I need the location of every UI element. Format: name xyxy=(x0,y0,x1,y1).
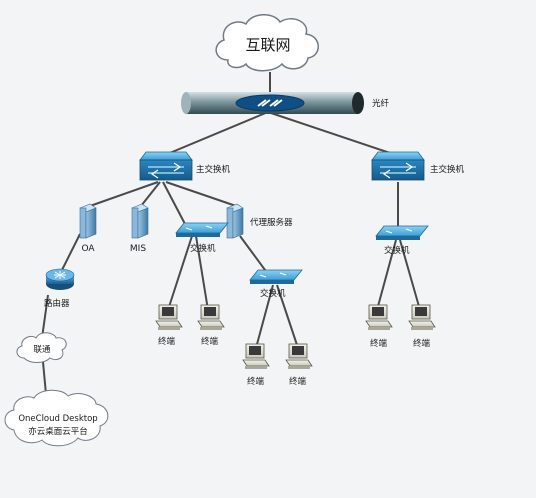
unicom-label: 联通 xyxy=(33,344,51,355)
mis-server-icon xyxy=(131,203,149,239)
oa-server-icon xyxy=(79,203,97,239)
core-switch-right-label: 主交换机 xyxy=(430,164,465,175)
switch-b-label: 交换机 xyxy=(260,288,286,299)
terminal-c2-icon xyxy=(408,304,436,330)
terminal-b1-icon xyxy=(242,343,270,369)
terminal-c2-label: 终端 xyxy=(413,338,431,349)
mis-server-label: MIS xyxy=(130,244,146,254)
internet-label: 互联网 xyxy=(245,36,290,54)
switch-c-icon xyxy=(375,225,429,240)
proxy-server-icon xyxy=(226,203,244,239)
terminal-a2-icon xyxy=(197,304,225,330)
core-switch-left-icon xyxy=(139,151,193,181)
terminal-b2-icon xyxy=(285,343,313,369)
oa-server-label: OA xyxy=(81,244,95,254)
proxy-server-label: 代理服务器 xyxy=(250,217,293,228)
terminal-a1-label: 终端 xyxy=(158,336,176,347)
core-switch-left-label: 主交换机 xyxy=(196,164,231,175)
links xyxy=(41,72,421,406)
terminal-c1-icon xyxy=(365,304,393,330)
terminal-b2-label: 终端 xyxy=(289,376,307,387)
onecloud-label-en: OneCloud Desktop xyxy=(18,414,97,424)
internet-cloud-icon xyxy=(215,14,319,72)
core-switch-right-icon xyxy=(371,151,425,181)
fiber-label: 光纤 xyxy=(372,98,390,109)
terminal-b1-label: 终端 xyxy=(247,376,265,387)
fiber-backbone-icon xyxy=(181,92,364,114)
onecloud-cloud-icon xyxy=(4,389,109,447)
router-icon xyxy=(45,268,75,290)
terminal-c1-label: 终端 xyxy=(370,338,388,349)
switch-a-label: 交换机 xyxy=(190,243,216,254)
switch-a-icon xyxy=(175,222,229,237)
router-label: 路由器 xyxy=(44,298,70,309)
terminal-a1-icon xyxy=(155,304,183,330)
switch-b-icon xyxy=(249,269,303,284)
onecloud-label-cn: 亦云桌面云平台 xyxy=(28,426,88,437)
switch-c-label: 交换机 xyxy=(384,245,410,256)
terminal-a2-label: 终端 xyxy=(201,336,219,347)
unicom-cloud-icon xyxy=(16,332,67,363)
